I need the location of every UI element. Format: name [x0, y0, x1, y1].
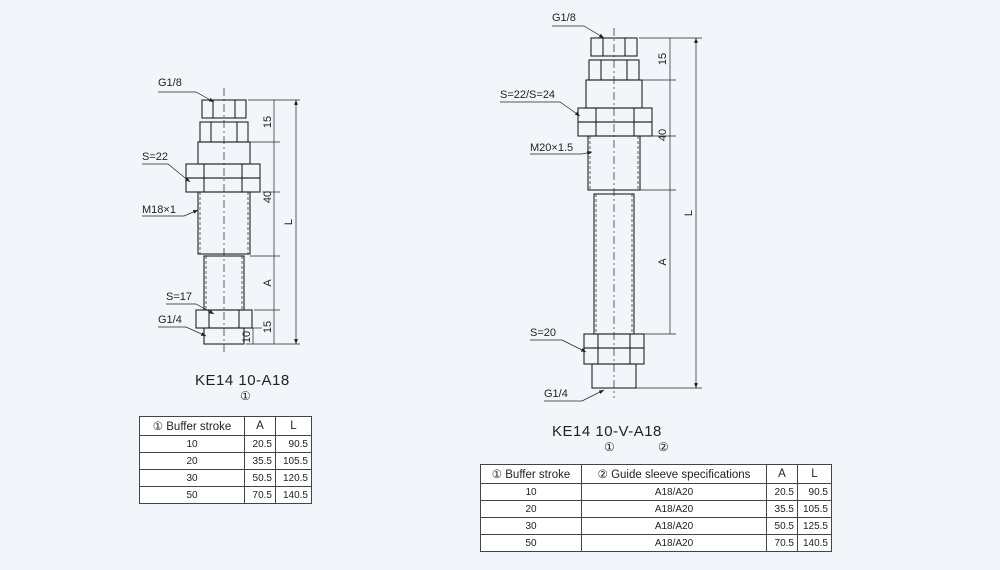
right-dim-l: L: [683, 210, 695, 216]
left-dim-40: 40: [262, 191, 274, 203]
cell: 50: [139, 486, 245, 504]
left-dim-l: L: [283, 219, 295, 225]
left-model-title: KE14 10-A18: [195, 372, 290, 389]
right-s22-s24-label: S=22/S=24: [500, 89, 555, 101]
right-g14-label: G1/4: [544, 388, 568, 400]
cell: A18/A20: [581, 500, 767, 518]
right-marker-1: ①: [604, 440, 615, 454]
cell: 10: [139, 435, 245, 453]
left-s17-label: S=17: [166, 291, 192, 303]
right-part-labels: G1/8 S=22/S=24 M20×1.5 S=20 G1/4 15 40 A…: [500, 12, 695, 400]
left-s22-label: S=22: [142, 151, 168, 163]
cell: 50.5: [766, 517, 798, 535]
header-l: L: [275, 416, 312, 436]
cell: 20: [480, 500, 582, 518]
right-dim-40: 40: [657, 129, 669, 141]
right-s20-label: S=20: [530, 327, 556, 339]
left-dim-15-bottom: 15: [262, 321, 274, 333]
cell: 90.5: [275, 435, 312, 453]
cell: A18/A20: [581, 534, 767, 552]
right-part-drawing: [500, 25, 702, 402]
header-a: A: [244, 416, 276, 436]
cell: 70.5: [244, 486, 276, 504]
header-l: L: [797, 464, 832, 484]
cell: 20.5: [244, 435, 276, 453]
table-header-row: ① Buffer stroke A L: [139, 416, 312, 436]
cell: 10: [480, 483, 582, 501]
right-dim-a: A: [657, 258, 669, 266]
cell: 35.5: [244, 452, 276, 470]
right-spec-table: ① Buffer stroke ② Guide sleeve specifica…: [480, 464, 832, 552]
left-g18-label: G1/8: [158, 77, 182, 89]
cell: 35.5: [766, 500, 798, 518]
cell: A18/A20: [581, 483, 767, 501]
right-dim-15: 15: [657, 53, 669, 65]
cell: 50.5: [244, 469, 276, 487]
cell: 125.5: [797, 517, 832, 535]
cell: 50: [480, 534, 582, 552]
cell: 30: [480, 517, 582, 535]
right-model-title: KE14 10-V-A18: [552, 423, 662, 440]
header-buffer-stroke: ① Buffer stroke: [480, 464, 582, 484]
cell: 140.5: [797, 534, 832, 552]
cell: 120.5: [275, 469, 312, 487]
cell: 105.5: [275, 452, 312, 470]
left-part-drawing: [142, 88, 300, 352]
right-g18-label: G1/8: [552, 12, 576, 24]
left-dim-10: 10: [241, 331, 253, 343]
cell: 105.5: [797, 500, 832, 518]
right-m20-label: M20×1.5: [530, 142, 573, 154]
cell: 90.5: [797, 483, 832, 501]
left-g14-label: G1/4: [158, 314, 182, 326]
header-buffer-stroke: ① Buffer stroke: [139, 416, 245, 436]
cell: 30: [139, 469, 245, 487]
table-header-row: ① Buffer stroke ② Guide sleeve specifica…: [480, 464, 832, 484]
left-part-labels: G1/8 S=22 M18×1 S=17 G1/4 15 40 A 15 10 …: [142, 77, 295, 343]
cell: A18/A20: [581, 517, 767, 535]
header-a: A: [766, 464, 798, 484]
left-dim-a: A: [262, 279, 274, 287]
cell: 140.5: [275, 486, 312, 504]
left-dim-15-top: 15: [262, 116, 274, 128]
left-m18-label: M18×1: [142, 204, 176, 216]
header-guide-sleeve: ② Guide sleeve specifications: [581, 464, 767, 484]
cell: 20: [139, 452, 245, 470]
left-marker-1: ①: [240, 389, 251, 403]
right-marker-2: ②: [658, 440, 669, 454]
cell: 70.5: [766, 534, 798, 552]
cell: 20.5: [766, 483, 798, 501]
